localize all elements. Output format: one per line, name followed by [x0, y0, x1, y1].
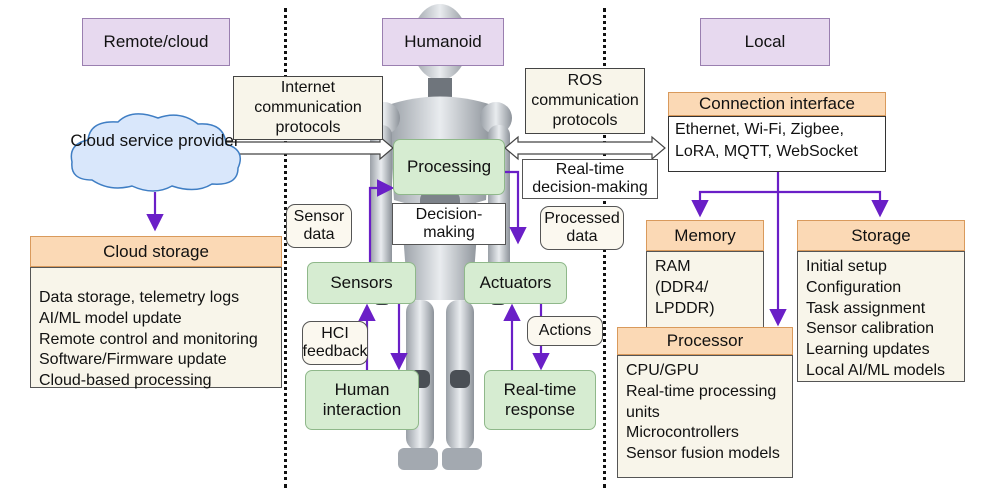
section-header-humanoid: Humanoid [382, 18, 504, 66]
memory-list: RAM (DDR4/ LPDDR) [646, 251, 764, 330]
cloud-shape [70, 113, 241, 192]
section-header-remote: Remote/cloud [82, 18, 230, 66]
storage-item: Initial setup [806, 258, 887, 275]
processing-to-actuators-arrow [505, 170, 527, 245]
cloud-storage-item: Remote control and monitoring [39, 330, 258, 348]
cloud-storage-title: Cloud storage [30, 236, 282, 267]
internet-protocols-label: Internet communication protocols [233, 76, 383, 140]
cloud-storage-item: AI/ML model update [39, 309, 182, 327]
section-header-local: Local [700, 18, 830, 66]
human-interaction-box: Human interaction [305, 370, 419, 430]
cloud-service-provider-label: Cloud service provider [70, 131, 240, 150]
storage-item: Learning updates [806, 341, 930, 359]
actions-tag: Actions [527, 316, 603, 346]
cloud-storage-item: Software/Firmware update [39, 351, 227, 369]
section-divider-left [284, 8, 287, 488]
connection-to-memory-arrow [691, 172, 780, 218]
storage-item: Task assignment [806, 299, 926, 317]
storage-item: Configuration [806, 278, 902, 296]
processor-item: CPU/GPU [626, 362, 699, 379]
memory-item: (DDR4/ [655, 278, 709, 296]
storage-title: Storage [797, 220, 965, 251]
memory-title: Memory [646, 220, 764, 251]
connection-interface-protocols: Ethernet, Wi-Fi, Zigbee, LoRA, MQTT, Web… [668, 116, 886, 172]
hci-feedback-tag: HCI feedback [302, 321, 368, 365]
memory-item: LPDDR) [655, 299, 715, 317]
storage-item: Sensor calibration [806, 320, 935, 338]
sensors-box: Sensors [307, 262, 416, 304]
ros-link-arrow [504, 135, 666, 161]
connection-interface-title: Connection interface [668, 92, 886, 116]
memory-item: RAM [655, 258, 691, 275]
ros-protocols-label: ROS communication protocols [525, 68, 645, 134]
sensors-to-processing-arrow [368, 179, 395, 262]
sensor-data-tag: Sensor data [286, 204, 352, 248]
connection-to-storage-arrow [778, 190, 889, 218]
processor-list: CPU/GPU Real-time processing units Micro… [617, 355, 793, 478]
processor-item: Sensor fusion models [626, 445, 780, 463]
cloud-storage-list: Data storage, telemetry logs AI/ML model… [30, 267, 282, 389]
processed-data-tag: Processed data [540, 206, 624, 250]
processing-box: Processing [393, 139, 505, 195]
storage-list: Initial setup Configuration Task assignm… [797, 251, 965, 382]
decision-making-label: Decision-making [392, 203, 506, 245]
processor-item: Microcontrollers [626, 424, 739, 442]
cloud-storage-item: Cloud-based processing [39, 372, 212, 390]
processor-title: Processor [617, 327, 793, 355]
cloud-storage-item: Data storage, telemetry logs [39, 289, 240, 306]
actuators-box: Actuators [464, 262, 567, 304]
realtime-decision-label: Real-time decision-making [522, 159, 658, 199]
storage-item: Local AI/ML models [806, 361, 946, 379]
realtime-response-box: Real-time response [484, 370, 596, 430]
processor-item: units [626, 403, 660, 421]
processor-item: Real-time processing [626, 382, 777, 400]
